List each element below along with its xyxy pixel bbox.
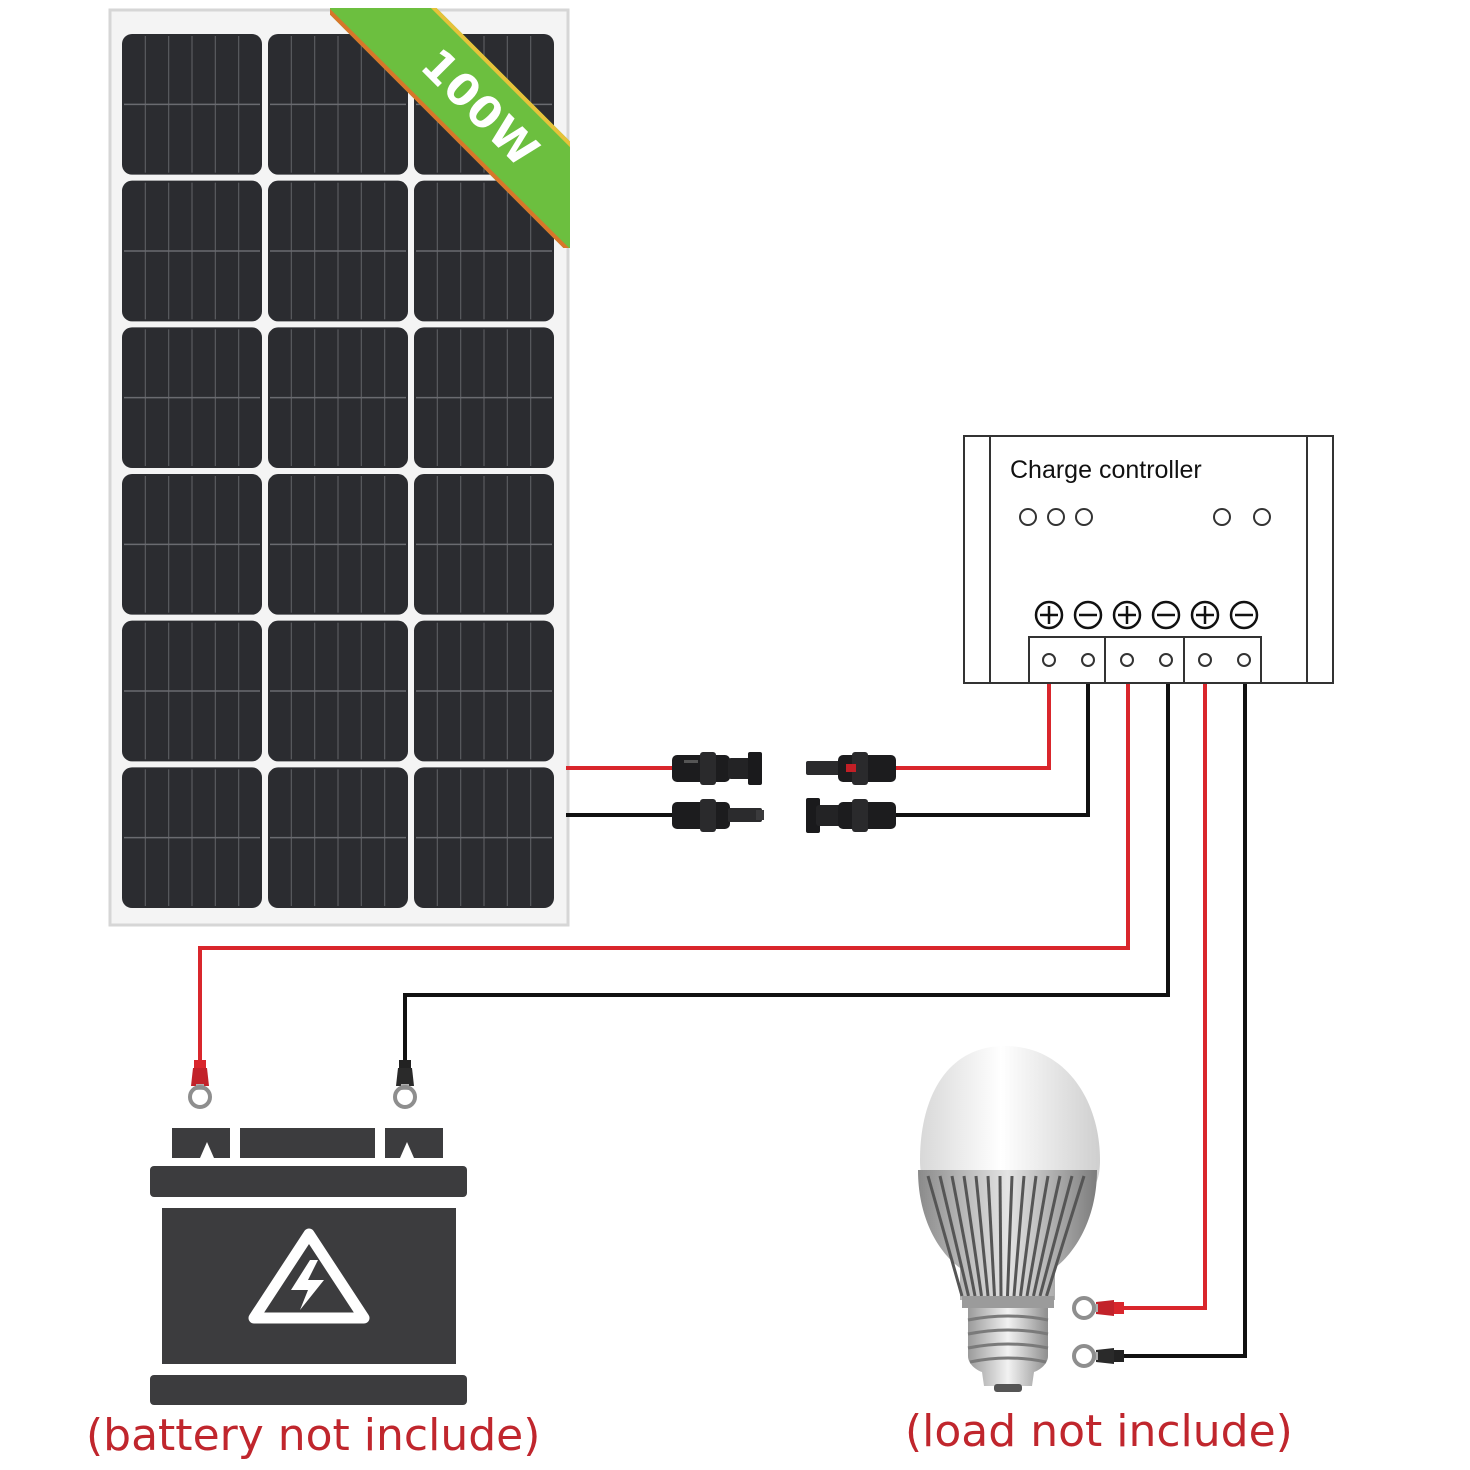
battery-negative-terminal	[393, 1060, 417, 1109]
battery-caption: (battery not include)	[86, 1410, 541, 1461]
load-caption: (load not include)	[905, 1406, 1293, 1457]
terminal-block	[1028, 636, 1262, 684]
ring-terminals	[188, 1060, 1124, 1368]
load-negative-wire	[1120, 684, 1247, 1358]
mc4-left-bottom	[672, 799, 764, 832]
mc4-connectors	[672, 752, 896, 833]
mc4-right-top	[806, 752, 896, 785]
battery-icon	[150, 1128, 467, 1405]
wires	[198, 684, 1247, 1358]
mc4-left-top	[672, 752, 762, 785]
battery-negative-wire	[403, 684, 1170, 1062]
indicator-leds	[1019, 508, 1271, 526]
load-positive-wire	[1120, 684, 1207, 1310]
mc4-right-bottom	[806, 798, 896, 833]
polarity-symbols	[1034, 600, 1259, 630]
light-bulb-icon	[918, 1046, 1100, 1392]
minus-icon	[1229, 600, 1259, 630]
battery-positive-wire	[198, 684, 1130, 1062]
high-voltage-icon	[248, 1228, 370, 1324]
plus-icon	[1034, 600, 1064, 630]
battery-positive-terminal	[188, 1060, 212, 1109]
charge-controller-title: Charge controller	[1010, 456, 1202, 484]
plus-icon	[1112, 600, 1142, 630]
plus-icon	[1190, 600, 1220, 630]
load-positive-terminal	[1072, 1296, 1124, 1320]
minus-icon	[1073, 600, 1103, 630]
solar-panel	[108, 8, 570, 927]
pv-positive-wire	[890, 684, 1051, 770]
minus-icon	[1151, 600, 1181, 630]
pv-negative-wire	[890, 684, 1090, 817]
load-negative-terminal	[1072, 1344, 1124, 1368]
charge-controller	[963, 435, 1334, 684]
